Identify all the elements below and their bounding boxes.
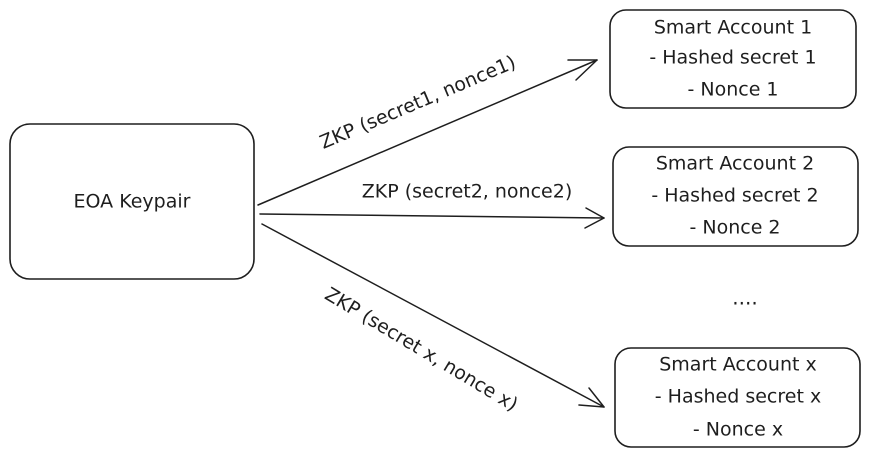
smart-account-2-title: Smart Account 2 <box>656 153 814 175</box>
smart-account-x-node: Smart Account x - Hashed secret x - Nonc… <box>614 347 861 448</box>
smart-account-1-nonce: - Nonce 1 <box>687 79 778 101</box>
smart-account-1-node: Smart Account 1 - Hashed secret 1 - Nonc… <box>609 9 857 109</box>
smart-account-2-node: Smart Account 2 - Hashed secret 2 - Nonc… <box>612 146 859 247</box>
smart-account-1-title: Smart Account 1 <box>654 17 812 39</box>
edge-2-arrowhead <box>584 207 605 229</box>
edge-1-label: ZKP (secret1, nonce1) <box>317 51 519 153</box>
edge-to-smart-account-2: ZKP (secret2, nonce2) <box>259 181 605 229</box>
eoa-keypair-node: EOA Keypair <box>9 123 255 280</box>
edge-2-line <box>259 213 605 219</box>
smart-account-2-nonce: - Nonce 2 <box>689 217 780 239</box>
smart-account-1-box <box>609 9 857 109</box>
smart-account-x-nonce: - Nonce x <box>693 419 783 441</box>
smart-account-2-box <box>612 146 859 247</box>
eoa-keypair-box <box>9 123 255 280</box>
smart-account-1-secret: - Hashed secret 1 <box>649 47 816 69</box>
smart-account-x-box <box>614 347 861 448</box>
edge-3-line <box>261 223 605 408</box>
smart-account-2-secret: - Hashed secret 2 <box>651 185 818 207</box>
edge-2-label: ZKP (secret2, nonce2) <box>362 181 572 203</box>
edge-3-label: ZKP (secret x, nonce x) <box>321 283 522 416</box>
ellipsis: .... <box>732 286 757 310</box>
edge-3-arrowhead <box>578 387 605 408</box>
smart-account-x-title: Smart Account x <box>659 354 817 376</box>
edge-to-smart-account-x: ZKP (secret x, nonce x) <box>261 223 605 416</box>
eoa-keypair-label: EOA Keypair <box>74 191 191 213</box>
edge-1-line <box>257 59 598 206</box>
smart-account-x-secret: - Hashed secret x <box>655 386 821 408</box>
edge-1-arrowhead <box>567 59 598 81</box>
